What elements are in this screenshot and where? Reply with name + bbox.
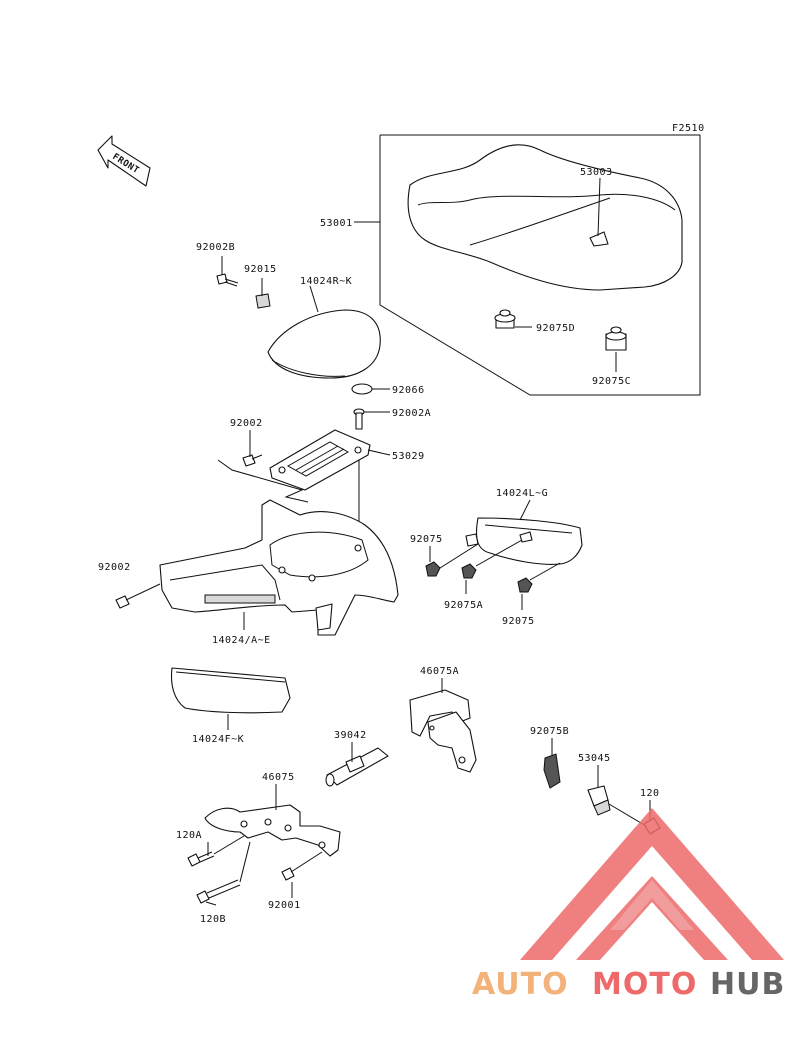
callout-92075B: 92075B <box>530 726 569 737</box>
bolt-92002A <box>353 408 365 430</box>
nut-92075-bot <box>517 577 533 593</box>
callout-46075: 46075 <box>262 772 295 783</box>
callout-14024R-K: 14024R~K <box>300 276 352 287</box>
callout-14024L-G: 14024L~G <box>496 488 548 499</box>
grab-cover-14024F <box>170 667 291 714</box>
callout-92002-left: 92002 <box>98 562 131 573</box>
bracket-46075 <box>204 804 341 857</box>
callout-46075A: 46075A <box>420 666 459 677</box>
callout-92002A: 92002A <box>392 408 431 419</box>
bolt-92002B <box>216 273 239 287</box>
bumper-53045 <box>587 785 611 816</box>
callout-92075C: 92075C <box>592 376 631 387</box>
callout-120B: 120B <box>200 914 226 925</box>
plate-53029 <box>269 429 371 491</box>
cap-92066 <box>351 383 373 395</box>
callout-120: 120 <box>640 788 660 799</box>
bolt-92002-top <box>242 454 263 467</box>
rod-39042 <box>325 747 389 787</box>
side-cover-14024L <box>465 517 583 565</box>
callout-92015: 92015 <box>244 264 277 275</box>
callout-53003: 53003 <box>580 167 613 178</box>
callout-92075-bottom: 92075 <box>502 616 535 627</box>
watermark-auto: AUTO <box>472 967 569 1002</box>
bolt-92001 <box>281 851 323 881</box>
seat-53001 <box>407 144 683 291</box>
callout-92001: 92001 <box>268 900 301 911</box>
callout-92075D: 92075D <box>536 323 575 334</box>
callout-53001: 53001 <box>320 218 353 229</box>
watermark-moto: MOTO <box>592 967 697 1002</box>
callout-14024F-K: 14024F~K <box>192 734 244 745</box>
front-arrow-icon: FRONT <box>97 135 151 187</box>
nut-92075-top <box>425 561 441 577</box>
damper-92075C <box>605 326 627 351</box>
bolt-120A <box>187 835 245 867</box>
callout-120A: 120A <box>176 830 202 841</box>
watermark-logo <box>520 808 784 960</box>
callout-39042: 39042 <box>334 730 367 741</box>
watermark-hub: HUB <box>710 967 785 1002</box>
callout-92075A: 92075A <box>444 600 483 611</box>
tail-cowl-14024 <box>159 499 399 636</box>
callout-92002B: 92002B <box>196 242 235 253</box>
bolt-92002-left <box>115 583 161 609</box>
callout-92066: 92066 <box>392 385 425 396</box>
damper-92075D <box>494 309 516 329</box>
cap-92075B <box>543 753 561 789</box>
figure-code: F2510 <box>672 123 705 134</box>
seat-box <box>379 134 701 396</box>
callout-53029: 53029 <box>392 451 425 462</box>
leader-lines <box>205 177 651 906</box>
callout-53045: 53045 <box>578 753 611 764</box>
callout-14024A-E: 14024/A~E <box>212 635 271 646</box>
rear-cover-14024R <box>267 309 381 379</box>
callout-92075-top: 92075 <box>410 534 443 545</box>
callout-92002-top: 92002 <box>230 418 263 429</box>
clip-92015 <box>255 293 271 309</box>
bracket-46075A <box>409 689 477 773</box>
bolt-120B <box>196 841 251 904</box>
nut-92075A <box>461 563 477 579</box>
